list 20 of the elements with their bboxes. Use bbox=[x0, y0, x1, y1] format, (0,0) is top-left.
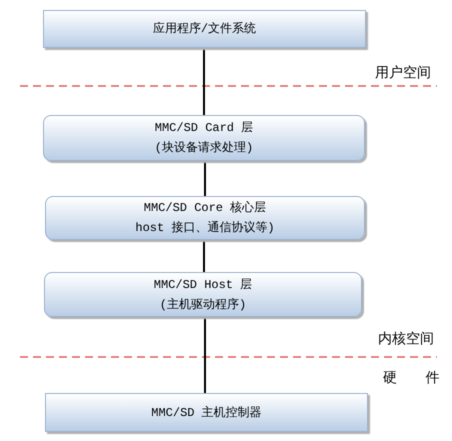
layer-box bbox=[43, 115, 365, 161]
connector-line bbox=[204, 161, 206, 196]
connector-line bbox=[204, 317, 206, 393]
layer-region-label: 用户空间 bbox=[375, 65, 431, 81]
layer-name: 应用程序/文件系统 bbox=[152, 22, 256, 36]
layer-name: MMC/SD Host 层 bbox=[154, 278, 252, 292]
layer-description: (块设备请求处理) bbox=[154, 141, 254, 155]
layer-region-label: 硬 件 bbox=[383, 370, 440, 386]
layer-box bbox=[43, 10, 366, 48]
layer-name: MMC/SD Core 核心层 bbox=[144, 201, 266, 215]
layer-description: host 接口、通信协议等) bbox=[135, 221, 275, 235]
layer-description: (主机驱动程序) bbox=[160, 298, 246, 312]
layer-region-label: 内核空间 bbox=[378, 331, 434, 347]
layer-box bbox=[45, 196, 365, 240]
layer-box bbox=[45, 393, 368, 432]
layer-name: MMC/SD Card 层 bbox=[154, 121, 254, 135]
connector-line bbox=[203, 240, 205, 272]
connector-line bbox=[203, 48, 205, 115]
layer-box bbox=[44, 272, 362, 317]
layer-name: MMC/SD 主机控制器 bbox=[151, 406, 262, 420]
